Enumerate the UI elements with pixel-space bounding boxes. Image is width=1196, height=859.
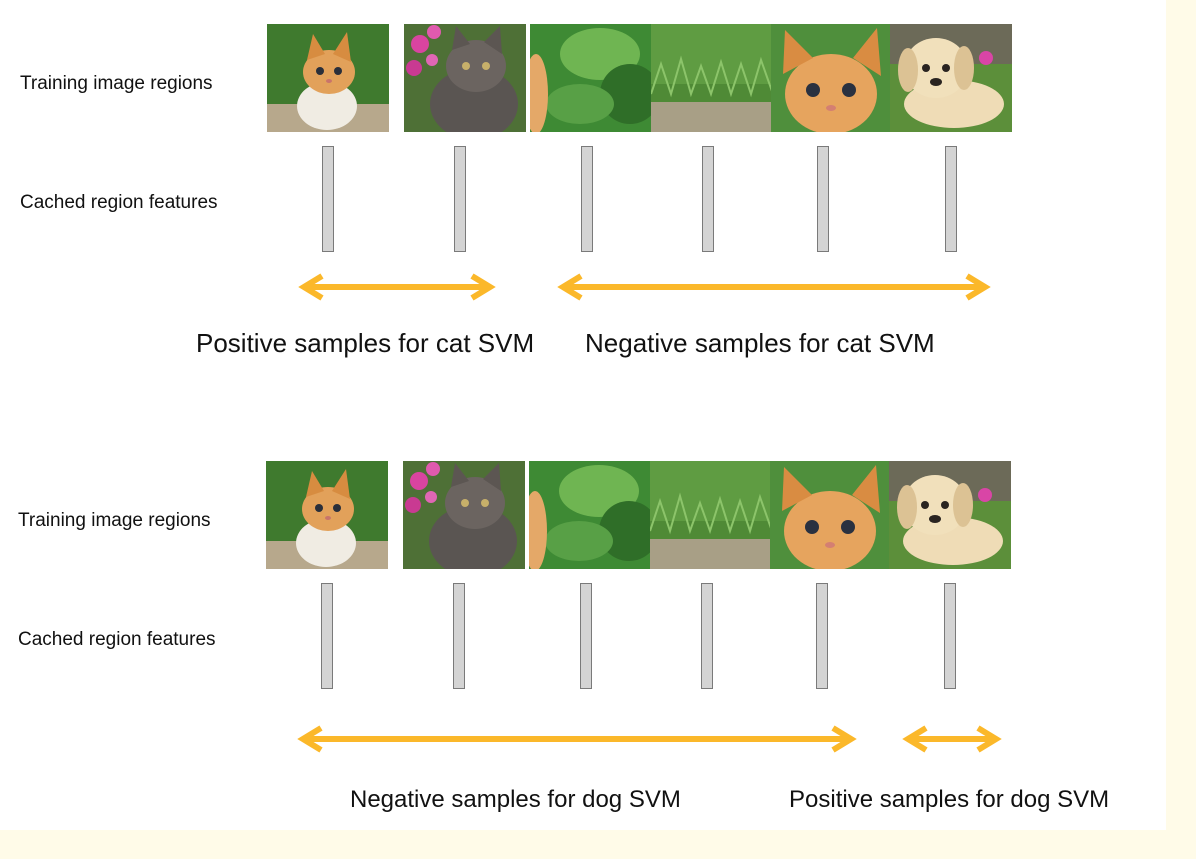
region-kitten (266, 461, 388, 569)
feature-vector (816, 583, 828, 689)
region-kitten-face (771, 24, 893, 132)
feature-vector (321, 583, 333, 689)
foliage-photo-icon (530, 24, 652, 132)
negative-range-arrow (557, 273, 991, 301)
foliage-photo-icon (529, 461, 651, 569)
feature-vector (817, 146, 829, 252)
region-puppy (890, 24, 1012, 132)
feature-vector (453, 583, 465, 689)
cached-features-label: Cached region features (18, 629, 216, 650)
feature-vector (945, 146, 957, 252)
positive-range-arrow (298, 273, 496, 301)
training-regions-label: Training image regions (18, 510, 211, 531)
region-grass (650, 461, 772, 569)
grass-photo-icon (651, 24, 773, 132)
feature-vector (701, 583, 713, 689)
kitten-with-flowers-photo-icon (404, 24, 526, 132)
cached-features-label: Cached region features (20, 192, 218, 213)
rcnn-svm-training-diagram: Training image regions Cached region fea… (0, 0, 1166, 830)
feature-vector (454, 146, 466, 252)
region-foliage (530, 24, 652, 132)
feature-vector (702, 146, 714, 252)
feature-vector (580, 583, 592, 689)
region-foliage (529, 461, 651, 569)
caption-positive-cat: Positive samples for cat SVM (196, 328, 535, 358)
caption-negative-cat: Negative samples for cat SVM (585, 328, 935, 358)
kitten-face-photo-icon (771, 24, 893, 132)
feature-vector (944, 583, 956, 689)
region-fluffy-kitten (403, 461, 525, 569)
region-kitten-face (770, 461, 892, 569)
region-puppy (889, 461, 1011, 569)
negative-range-arrow (297, 725, 857, 753)
caption-negative-dog: Negative samples for dog SVM (350, 786, 681, 813)
puppy-photo-icon (889, 461, 1011, 569)
kitten-face-photo-icon (770, 461, 892, 569)
kitten-photo-icon (266, 461, 388, 569)
feature-vector (581, 146, 593, 252)
region-fluffy-kitten (404, 24, 526, 132)
grass-photo-icon (650, 461, 772, 569)
kitten-with-flowers-photo-icon (403, 461, 525, 569)
positive-range-arrow (902, 725, 1002, 753)
training-regions-label: Training image regions (20, 73, 213, 94)
region-grass (651, 24, 773, 132)
feature-vector (322, 146, 334, 252)
region-kitten (267, 24, 389, 132)
puppy-photo-icon (890, 24, 1012, 132)
caption-positive-dog: Positive samples for dog SVM (789, 786, 1110, 813)
kitten-photo-icon (267, 24, 389, 132)
